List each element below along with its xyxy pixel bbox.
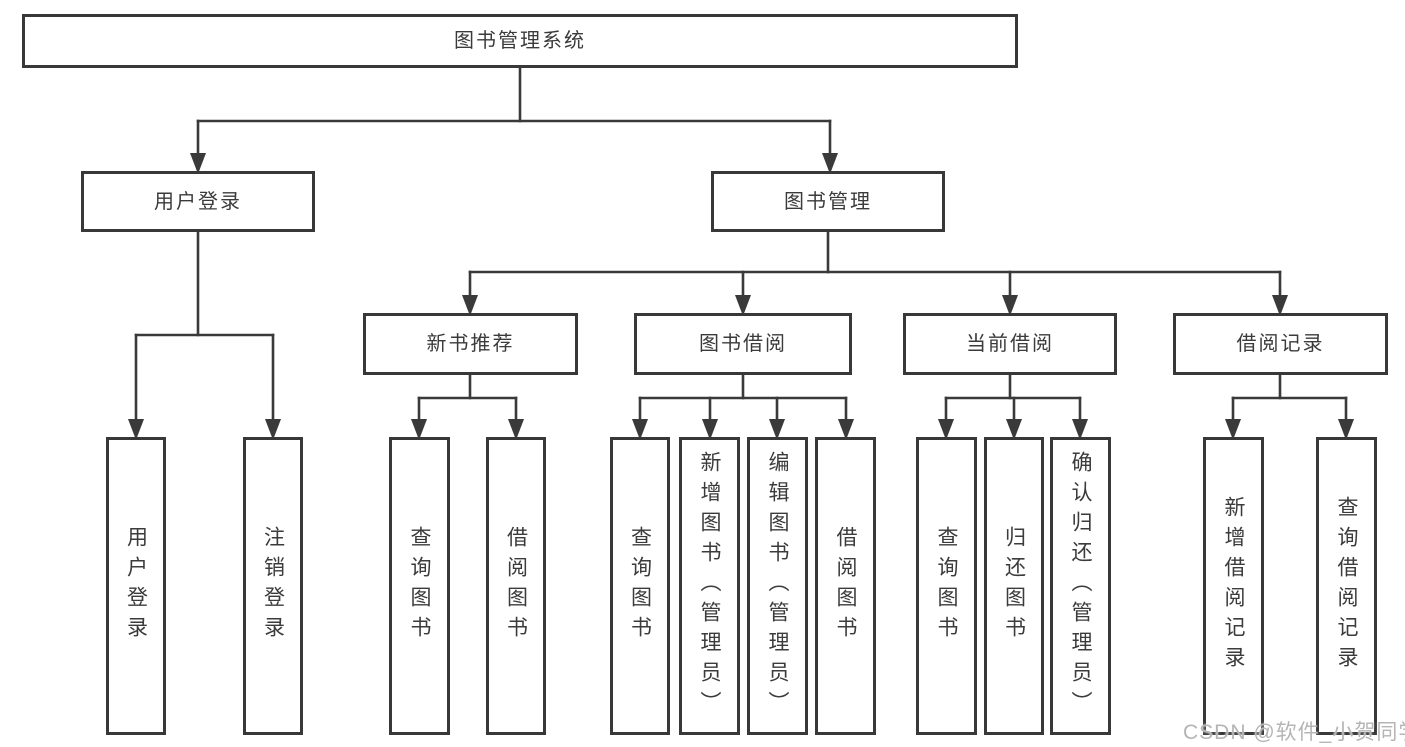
node-label: 用户登录 <box>124 526 148 646</box>
node-leaf-add-books: 新增图书（管理员） <box>679 437 740 735</box>
node-label: 借阅记录 <box>1236 333 1325 355</box>
node-leaf-query-books-1: 查询图书 <box>389 437 450 735</box>
node-label: 新书推荐 <box>426 333 515 355</box>
node-label: 当前借阅 <box>966 333 1054 355</box>
node-label: 图书管理 <box>784 190 872 213</box>
node-label: 归还图书 <box>1002 526 1026 646</box>
node-borrow-records: 借阅记录 <box>1173 313 1388 375</box>
node-leaf-query-books-3: 查询图书 <box>916 437 977 735</box>
node-book-borrow: 图书借阅 <box>634 313 852 375</box>
node-leaf-query-borrow-record: 查询借阅记录 <box>1316 437 1377 735</box>
node-leaf-return-books: 归还图书 <box>984 437 1044 735</box>
node-leaf-query-books-2: 查询图书 <box>610 437 670 735</box>
node-label: 查询图书 <box>628 526 652 646</box>
node-label: 查询图书 <box>935 526 958 646</box>
node-label: 用户登录 <box>154 190 242 213</box>
node-label: 新增借阅记录 <box>1222 496 1245 676</box>
node-leaf-borrow-books-1: 借阅图书 <box>486 437 546 735</box>
node-leaf-edit-books: 编辑图书（管理员） <box>747 437 808 735</box>
node-label: 注销登录 <box>261 526 285 646</box>
node-leaf-logout: 注销登录 <box>243 437 303 735</box>
node-book-management: 图书管理 <box>711 171 945 232</box>
node-label: 查询借阅记录 <box>1335 496 1358 676</box>
node-label: 借阅图书 <box>504 526 528 646</box>
node-label: 图书管理系统 <box>454 30 586 52</box>
node-leaf-add-borrow-record: 新增借阅记录 <box>1203 437 1264 735</box>
node-label: 图书借阅 <box>699 333 787 355</box>
node-label: 新增图书（管理员） <box>698 451 721 721</box>
node-label: 确认归还（管理员） <box>1069 451 1092 721</box>
watermark: CSDN @软件_小贺同学 <box>1183 721 1405 744</box>
node-label: 借阅图书 <box>834 526 857 646</box>
node-user-login: 用户登录 <box>81 171 315 232</box>
node-new-book-recommend: 新书推荐 <box>363 313 578 375</box>
node-label: 查询图书 <box>408 526 431 646</box>
node-label: 编辑图书（管理员） <box>766 451 789 721</box>
node-root: 图书管理系统 <box>22 14 1018 68</box>
node-current-borrow: 当前借阅 <box>903 313 1117 375</box>
node-leaf-user-login: 用户登录 <box>106 437 166 735</box>
node-leaf-confirm-return: 确认归还（管理员） <box>1050 437 1111 735</box>
node-leaf-borrow-books-2: 借阅图书 <box>815 437 876 735</box>
